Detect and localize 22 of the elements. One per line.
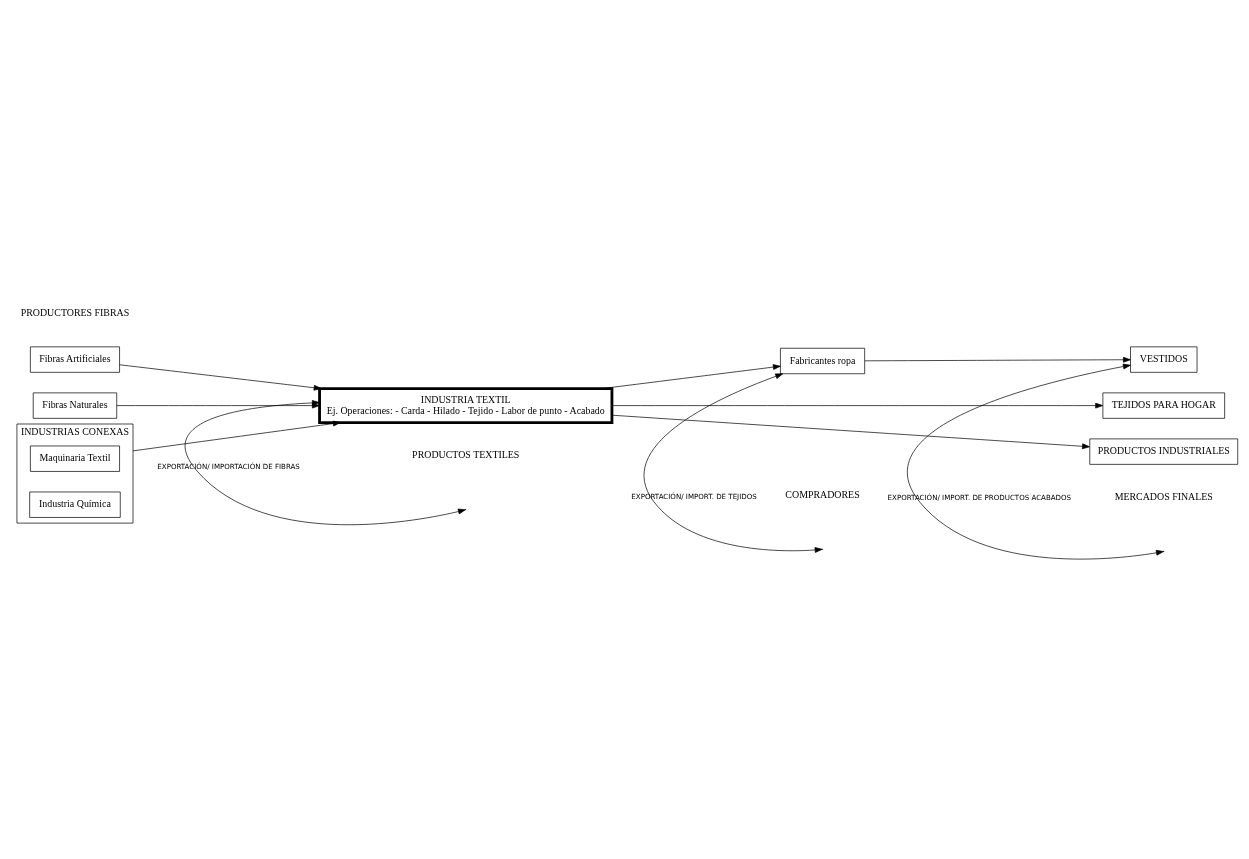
node-box: TEJIDOS PARA HOGAR [1102,392,1225,419]
node-box: Fabricantes ropa [780,347,865,374]
arrow [864,356,1131,363]
label: PRODUCTOS TEXTILES [412,448,520,460]
edge-label: EXPORTACIÓN/ IMPORT. DE TEJIDOS [631,491,757,501]
edge-label: EXPORTACIÓN/ IMPORTACIÓN DE FIBRAS [157,461,300,471]
arrow [611,414,1090,449]
node-box: PRODUCTOS INDUSTRIALES [1089,438,1239,465]
node-box: VESTIDOS [1130,346,1198,373]
node-box: Fibras Artificiales [30,346,120,373]
arrow [119,363,322,391]
arrow [643,372,823,553]
label: MERCADOS FINALES [1114,490,1213,502]
node-box: Maquinaria Textil [30,445,120,472]
arrow [601,363,781,389]
arrow [611,402,1104,408]
label: COMPRADORES [785,488,860,500]
node-box: Industria Química [29,491,121,518]
edge-label: EXPORTACIÓN/ IMPORT. DE PRODUCTOS ACABADOS [887,492,1072,502]
arrow [132,420,341,451]
node-box: Fibras Naturales [32,392,118,419]
label: PRODUCTORES FIBRAS [20,306,130,318]
